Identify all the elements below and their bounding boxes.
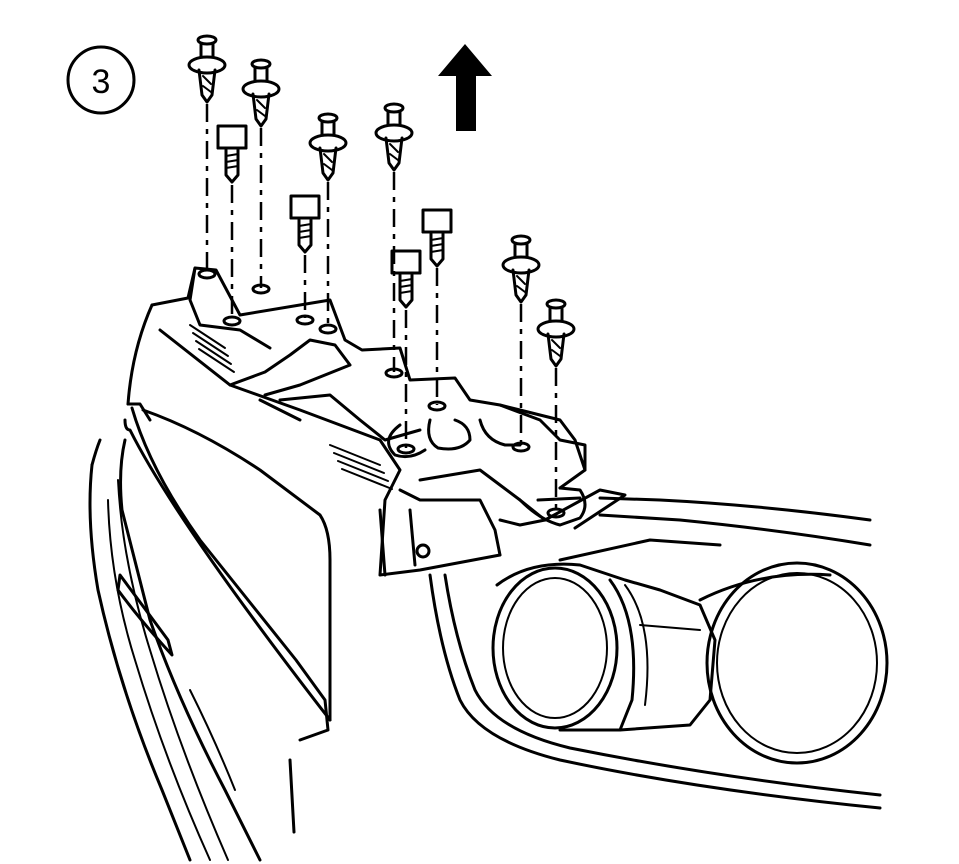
bumper-cover [126, 266, 627, 577]
arrow-up-icon [438, 44, 492, 131]
push-pin-6 [536, 298, 576, 368]
mounting-holes [197, 268, 566, 519]
push-pin-1 [187, 34, 227, 104]
push-pin-2 [241, 58, 281, 128]
headlamp-right [698, 561, 889, 765]
step-number: 3 [92, 63, 111, 101]
grille [88, 402, 332, 862]
step-badge: 3 [66, 45, 136, 115]
bolt-2 [289, 194, 321, 254]
push-pin-3 [308, 112, 348, 182]
hood-and-fender [428, 496, 882, 810]
push-pin-4 [374, 102, 414, 172]
bolt-1 [216, 124, 248, 184]
headlamp-left [491, 562, 717, 732]
push-pins [187, 34, 576, 368]
bolt-4 [390, 249, 422, 309]
bolt-3 [421, 208, 453, 268]
bolts [216, 124, 453, 309]
alignment-lines [205, 104, 558, 512]
push-pin-5 [501, 234, 541, 304]
